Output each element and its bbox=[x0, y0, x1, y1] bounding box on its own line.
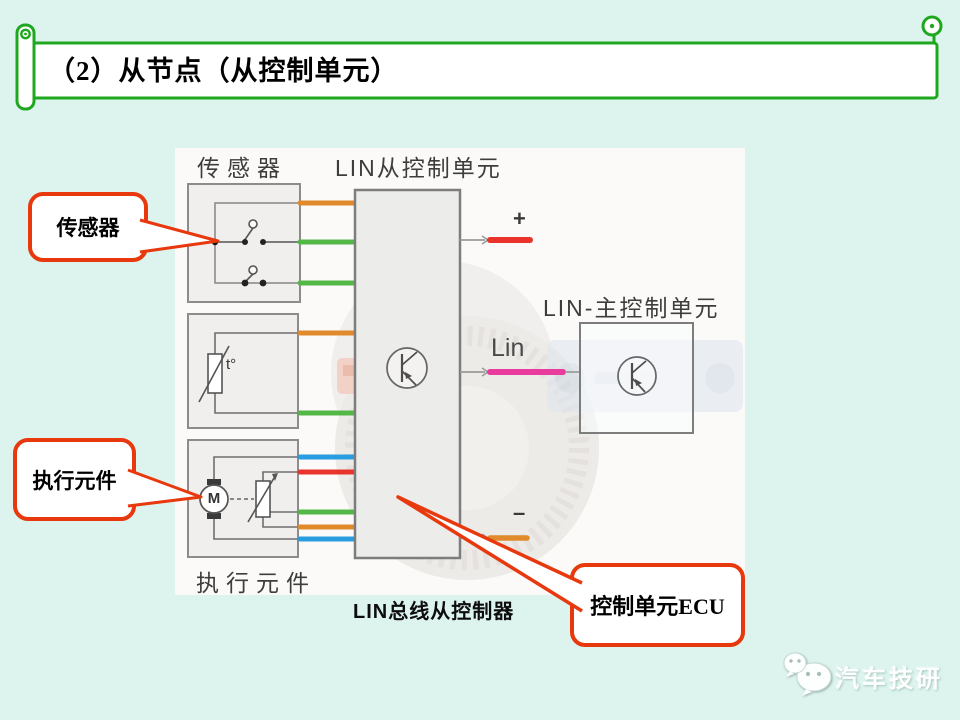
ecu-box bbox=[353, 188, 462, 560]
plus-label: + bbox=[513, 206, 526, 231]
master-unit-label: LIN-主控制单元 bbox=[543, 295, 720, 321]
scroll-right-curl bbox=[921, 15, 943, 46]
transistor-icon bbox=[617, 356, 657, 396]
switch-icon bbox=[241, 265, 267, 287]
diagram-graphics bbox=[187, 183, 743, 580]
scroll-left-roll bbox=[15, 23, 36, 111]
sensor-box bbox=[187, 183, 301, 303]
actuator-box bbox=[187, 439, 300, 558]
diagram-caption: LIN总线从控制器 bbox=[353, 601, 515, 623]
lin-bus-wire bbox=[460, 367, 580, 377]
motor-letter: M bbox=[207, 490, 221, 507]
wires-to-ecu bbox=[297, 200, 359, 542]
sensor-group-label: 传感器 bbox=[197, 155, 287, 181]
title-banner-scroll bbox=[15, 15, 943, 111]
potentiometer-icon bbox=[247, 473, 278, 523]
watermark-text: 汽车技研 bbox=[835, 666, 943, 693]
actuator-callout: 执行元件 bbox=[13, 438, 136, 521]
sensor-callout-tail bbox=[139, 218, 220, 254]
ecu-callout: 控制单元ECU bbox=[570, 563, 745, 647]
minus-label: – bbox=[513, 500, 526, 525]
ecu-callout-tail bbox=[396, 495, 583, 613]
temperature-sensor-box bbox=[187, 313, 300, 429]
transistor-icon bbox=[386, 347, 428, 389]
page-title: （2）从节点（从控制单元） bbox=[48, 56, 399, 86]
master-box bbox=[579, 322, 694, 434]
motor-icon bbox=[199, 479, 229, 519]
lin-bus-label: Lin bbox=[491, 334, 525, 362]
actuator-callout-tail bbox=[127, 468, 203, 508]
thermistor-icon bbox=[198, 345, 230, 403]
lin-diagram: 传感器 LIN从控制单元 LIN-主控制单元 Lin + – 执行元件 t° M bbox=[175, 148, 745, 596]
output-plus-wire bbox=[460, 235, 533, 245]
wechat-icon bbox=[783, 652, 832, 696]
temperature-label: t° bbox=[226, 356, 237, 373]
actuator-group-label: 执行元件 bbox=[196, 570, 316, 596]
slave-unit-label: LIN从控制单元 bbox=[335, 155, 502, 181]
